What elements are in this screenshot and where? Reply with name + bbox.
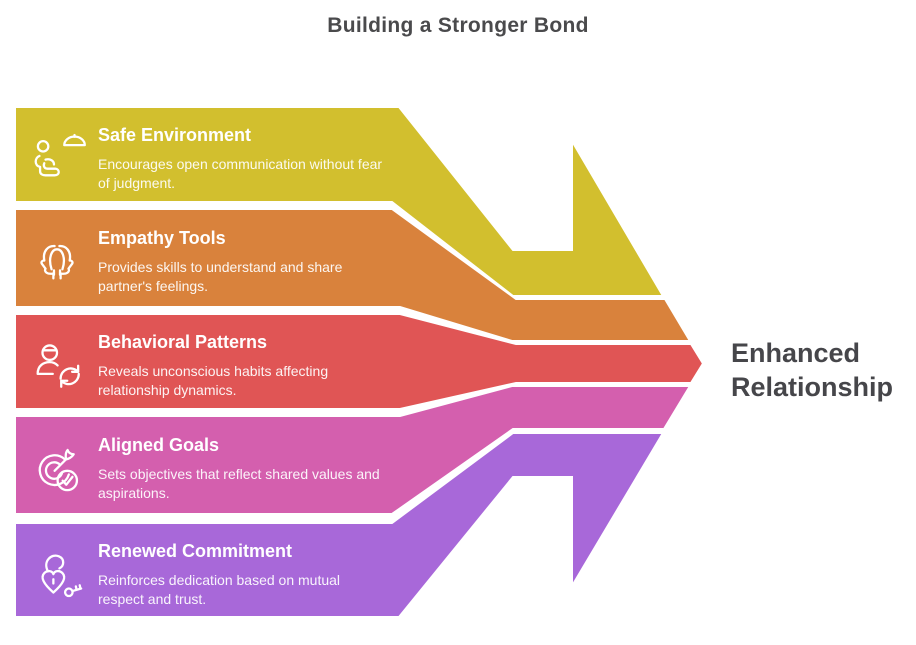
band-empathy-tools: Empathy Tools Provides skills to underst… — [28, 221, 413, 303]
band-heading: Empathy Tools — [98, 228, 226, 248]
band-description-line: relationship dynamics. — [98, 382, 237, 398]
two-profiles-empathy-icon — [40, 244, 74, 280]
ribbon-shape-aligned-goals — [14, 385, 692, 515]
target-arrow-check-icon — [38, 448, 79, 492]
band-description-line: partner's feelings. — [98, 278, 209, 294]
ribbon-shape-renewed-commitment — [14, 432, 665, 618]
band-description-line: Reveals unconscious habits affecting — [98, 363, 329, 379]
band-heading: Renewed Commitment — [98, 541, 293, 561]
band-heading: Behavioral Patterns — [98, 332, 268, 352]
band-description-line: Reinforces dedication based on mutual — [98, 572, 341, 588]
band-heading: Safe Environment — [98, 125, 252, 145]
band-description-line: Encourages open communication without fe… — [98, 156, 383, 172]
page-title: Building a Stronger Bond — [327, 14, 589, 37]
band-heading: Aligned Goals — [98, 435, 220, 455]
ribbon-shape-safe-environment — [14, 106, 665, 297]
band-safe-environment: Safe Environment Encourages open communi… — [28, 118, 413, 200]
band-renewed-commitment: Renewed Commitment Reinforces dedication… — [28, 534, 413, 616]
result-label: Enhanced Relationship — [731, 338, 894, 402]
ribbon-shape-empathy-tools — [14, 208, 692, 342]
band-description-line: Provides skills to understand and share — [98, 259, 343, 275]
band-description-line: of judgment. — [98, 175, 176, 191]
band-behavioral-patterns: Behavioral Patterns Reveals unconscious … — [28, 325, 413, 407]
band-description-line: Sets objectives that reflect shared valu… — [98, 466, 380, 482]
heart-lock-key-icon — [41, 554, 83, 598]
person-relaxing-chair-lamp-icon — [34, 133, 86, 177]
ribbon-shape-behavioral-patterns — [14, 313, 705, 410]
band-aligned-goals: Aligned Goals Sets objectives that refle… — [28, 428, 413, 510]
band-description-line: aspirations. — [98, 485, 170, 501]
band-description-line: respect and trust. — [98, 591, 207, 607]
person-refresh-cycle-icon — [36, 344, 80, 388]
